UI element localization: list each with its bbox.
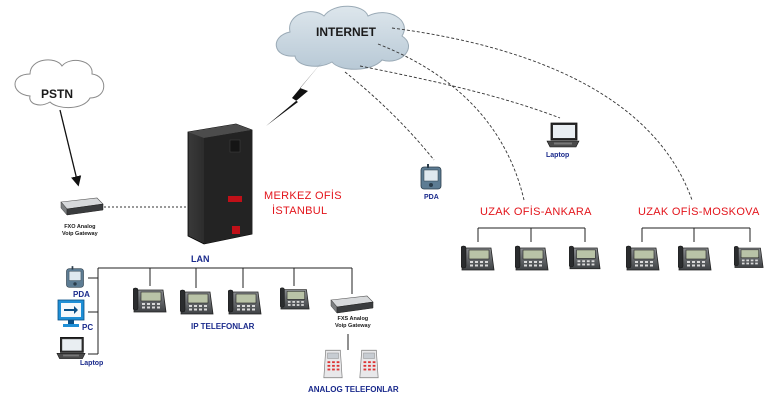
internet-links	[344, 27, 693, 201]
lan-label: LAN	[191, 254, 210, 264]
fxs-gateway-icon	[330, 295, 374, 314]
fxo-gateway-icon	[60, 197, 104, 216]
moskova-bus	[641, 227, 751, 242]
pstn-cloud-shape	[14, 59, 105, 108]
ip-phone-icon	[626, 245, 660, 271]
fxo-gateway-label-line2: Voip Gateway	[62, 231, 98, 237]
lightning-bolt-icon	[266, 62, 322, 126]
internet-label: INTERNET	[316, 25, 376, 39]
analog-phone-icon	[359, 349, 379, 379]
lan-bus	[88, 267, 353, 355]
ankara-bus	[477, 227, 586, 242]
analog-phones-label: ANALOG TELEFONLAR	[308, 385, 399, 394]
fxs-gateway-label-line1: FXS Analog	[337, 316, 369, 322]
fxo-gateway-label: FXO Analog Voip Gateway	[62, 224, 98, 238]
ip-phones-label: IP TELEFONLAR	[191, 322, 255, 331]
analog-phone-icon	[323, 349, 343, 379]
pda-local-label: PDA	[73, 290, 90, 299]
pc-local-label: PC	[82, 323, 94, 332]
laptop-remote-label: Laptop	[546, 152, 570, 159]
ip-phone-icon	[461, 245, 495, 271]
fxs-gateway-label: FXS Analog Voip Gateway	[335, 316, 371, 330]
ip-phone-icon	[678, 245, 712, 271]
ip-phone-icon	[734, 245, 764, 268]
pc-icon	[57, 299, 85, 327]
fxo-gateway-label-line1: FXO Analog	[64, 224, 96, 230]
fxs-gateway-label-line2: Voip Gateway	[335, 323, 371, 329]
laptop-icon	[546, 122, 580, 148]
laptop-icon	[56, 336, 86, 360]
branch-ankara-label: UZAK OFİS-ANKARA	[480, 206, 592, 218]
ip-phone-icon	[280, 287, 310, 310]
pda-remote-label: PDA	[424, 194, 439, 201]
ip-phone-icon	[180, 289, 214, 315]
branch-moskova-label: UZAK OFİS-MOSKOVA	[638, 206, 760, 218]
ip-phone-icon	[515, 245, 549, 271]
server-tower-icon	[187, 123, 253, 245]
ip-phone-icon	[133, 287, 167, 313]
internet-cloud-shape	[275, 5, 409, 70]
pda-icon	[66, 266, 84, 288]
ip-phone-icon	[569, 245, 601, 270]
hq-title: MERKEZ OFİS	[264, 190, 342, 202]
pda-icon	[420, 164, 442, 190]
laptop-local-label: Laptop	[80, 360, 104, 367]
hq-city: İSTANBUL	[272, 205, 328, 217]
ip-phone-icon	[228, 289, 262, 315]
pstn-label: PSTN	[41, 87, 74, 101]
